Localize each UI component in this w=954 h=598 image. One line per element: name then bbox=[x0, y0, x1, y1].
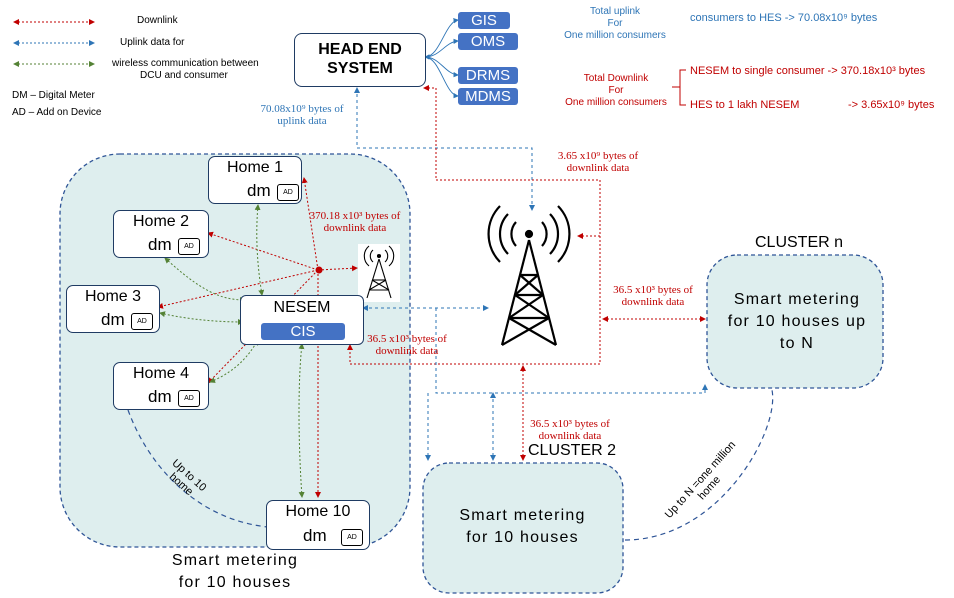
cluster-n-body: Smart metering for 10 houses up to N bbox=[727, 291, 867, 352]
downlink-hes-tower bbox=[423, 85, 601, 239]
hes-line-1: HEAD END bbox=[318, 41, 402, 58]
head-end-system: HEAD END SYSTEM bbox=[294, 33, 426, 87]
downlink-bracket bbox=[679, 69, 686, 106]
ad-badge: AD bbox=[178, 390, 200, 407]
nesem-downlink-annotation: 370.18 x10³ bytes of downlink data bbox=[309, 210, 401, 234]
upto-million-arc bbox=[624, 389, 774, 541]
home-10: Home 10 dm AD bbox=[266, 500, 370, 550]
home-4: Home 4 dm AD bbox=[113, 362, 209, 410]
uplink-total-label: Total uplink For One million consumers bbox=[564, 6, 666, 41]
tower-icon bbox=[487, 205, 571, 346]
ad-badge: AD bbox=[341, 529, 363, 546]
dm-label: dm bbox=[148, 235, 172, 254]
home-1: Home 1 dm AD bbox=[208, 156, 302, 204]
legend-downlink-label: Downlink bbox=[137, 15, 178, 26]
home-title: Home 2 bbox=[132, 213, 190, 230]
hes-app-links bbox=[424, 18, 459, 99]
tower-cluster-2-annotation: 36.5 x10³ bytes of downlink data bbox=[530, 418, 610, 442]
tower-nesem-annotation: 36.5 x10³ bytes of downlink data bbox=[367, 333, 447, 357]
legend-uplink-label: Uplink data for bbox=[120, 37, 185, 48]
app-drms: DRMS bbox=[458, 67, 518, 84]
ad-badge: AD bbox=[178, 238, 200, 255]
hes-downlink-annotation: 3.65 x10⁹ bytes of downlink data bbox=[557, 150, 639, 174]
home-title: Home 4 bbox=[132, 365, 190, 382]
home-title: Home 3 bbox=[84, 288, 142, 305]
cluster-n-label: CLUSTER n bbox=[755, 234, 844, 251]
dm-label: dm bbox=[303, 526, 327, 545]
uplink-total-value: consumers to HES -> 70.08x10⁹ bytes bbox=[690, 12, 878, 24]
hub-point bbox=[315, 266, 323, 274]
home-title: Home 1 bbox=[226, 159, 284, 176]
app-gis: GIS bbox=[458, 12, 510, 29]
uplink-bus bbox=[435, 308, 708, 394]
nesem-title: NESEM bbox=[273, 299, 331, 316]
downlink-item-2a: HES to 1 lakh NESEM bbox=[690, 99, 800, 111]
downlink-item-2b: -> 3.65x10⁹ bytes bbox=[848, 99, 935, 111]
cluster-n-area bbox=[706, 254, 884, 389]
cluster-2-area bbox=[422, 462, 624, 594]
downlink-tower-nesem bbox=[347, 236, 601, 365]
small-tower-icon bbox=[363, 245, 395, 299]
app-mdms: MDMS bbox=[458, 88, 518, 105]
legend-dm: DM – Digital Meter bbox=[12, 90, 95, 101]
uplink-data-annotation: 70.08x10⁹ bytes of uplink data bbox=[260, 103, 344, 127]
main-cluster-caption: Smart metering for 10 houses bbox=[171, 552, 299, 591]
dm-label: dm bbox=[148, 387, 172, 406]
nesem-box: NESEM CIS bbox=[240, 295, 364, 345]
ad-badge: AD bbox=[131, 313, 153, 330]
legend-wireless-label-2: DCU and consumer bbox=[140, 70, 228, 81]
home-2: Home 2 dm AD bbox=[113, 210, 209, 258]
downlink-item-1: NESEM to single consumer -> 370.18x10³ b… bbox=[690, 65, 926, 77]
legend-wireless-label: wireless communication between bbox=[112, 58, 259, 69]
home-title: Home 10 bbox=[285, 503, 351, 520]
app-oms: OMS bbox=[458, 33, 518, 50]
cis-pill: CIS bbox=[261, 323, 345, 340]
tower-cluster-n-annotation: 36.5 x10³ bytes of downlink data bbox=[613, 284, 693, 308]
dm-label: dm bbox=[101, 310, 125, 329]
ad-badge: AD bbox=[277, 184, 299, 201]
cluster-2-label: CLUSTER 2 bbox=[528, 442, 617, 459]
dm-label: dm bbox=[247, 181, 271, 200]
downlink-total-label: Total Downlink For One million consumers bbox=[565, 73, 667, 108]
cluster-2-body: Smart metering for 10 houses bbox=[459, 507, 586, 546]
hes-line-2: SYSTEM bbox=[327, 60, 393, 77]
legend-ad: AD – Add on Device bbox=[12, 107, 102, 118]
home-3: Home 3 dm AD bbox=[66, 285, 160, 333]
